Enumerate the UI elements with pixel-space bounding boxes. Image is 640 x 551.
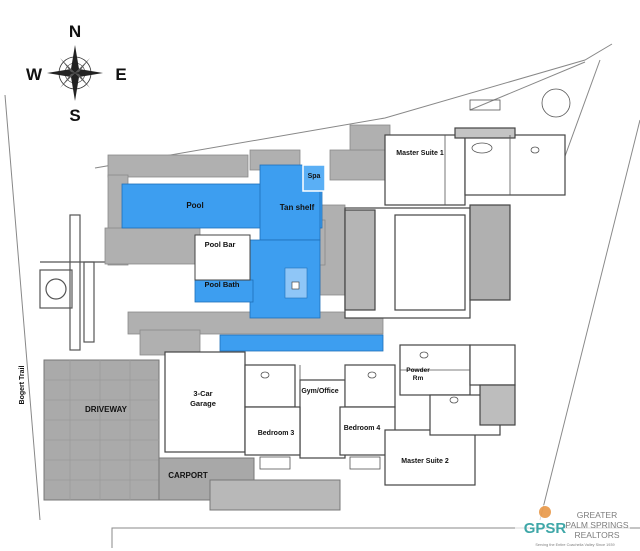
master-suite-1-label: Master Suite 1 — [396, 150, 444, 157]
tan-shelf-label: Tan shelf — [280, 203, 315, 212]
bedroom-4-label: Bedroom 4 — [344, 425, 381, 432]
house-rooms — [164, 127, 566, 486]
logo-line2: PALM SPRINGS — [565, 520, 628, 530]
compass-south: S — [69, 106, 80, 125]
spa-label: Spa — [308, 173, 321, 180]
logo-line1: GREATER — [577, 510, 617, 520]
garage-label-line2: Garage — [190, 399, 216, 408]
garage-label-line1: 3-Car — [193, 389, 212, 398]
master-suite-2-label: Master Suite 2 — [401, 458, 449, 465]
powder-label-line2: Rm — [413, 375, 424, 382]
pool-label: Pool — [186, 201, 203, 210]
logo-mark: GPSR — [524, 520, 567, 537]
lower-water-strip — [219, 334, 384, 352]
compass-north: N — [69, 22, 81, 41]
compass-east: E — [115, 65, 126, 84]
partitions — [299, 135, 511, 407]
pool-bar-rooms — [194, 234, 251, 281]
pool-channel — [249, 239, 321, 319]
gym-office-label: Gym/Office — [301, 388, 338, 395]
pool-column — [291, 281, 300, 290]
compass-west: W — [26, 65, 43, 84]
pool-bar-label: Pool Bar — [205, 240, 236, 249]
compass-rose: N S W E — [26, 22, 127, 125]
spa-body — [302, 164, 326, 192]
bedroom-3-label: Bedroom 3 — [258, 430, 295, 437]
street-label: Bogert Trail — [19, 366, 26, 405]
logo-sun-icon — [539, 506, 551, 518]
driveway-label: DRIVEWAY — [85, 405, 128, 414]
gpsr-logo: GPSR GREATER PALM SPRINGS REALTORS Servi… — [515, 505, 630, 547]
property-lines — [4, 43, 640, 548]
driveway-area — [43, 359, 341, 511]
pool-bath-label: Pool Bath — [205, 280, 240, 289]
powder-label-line1: Powder — [406, 367, 430, 374]
carport-label: CARPORT — [168, 471, 208, 480]
fixtures — [259, 88, 571, 470]
logo-tagline: Serving the Entire Coachella Valley Sinc… — [535, 543, 614, 547]
logo-line3: REALTORS — [574, 530, 619, 540]
